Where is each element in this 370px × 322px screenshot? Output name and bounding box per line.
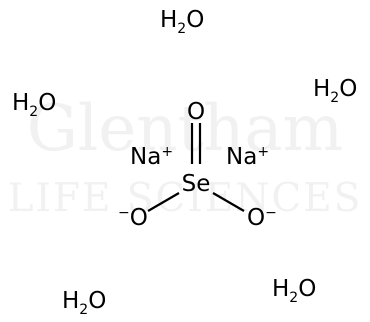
water-top: H2O (160, 7, 204, 37)
se-o-single-bond-right (212, 192, 245, 212)
oxygen-double-bonded: O (187, 99, 205, 125)
water-left: H2O (12, 90, 56, 120)
oxygen-anion-right: O− (247, 205, 277, 231)
water-bottom-left: H2O (62, 288, 106, 318)
sodium-cation-right: Na+ (226, 144, 269, 170)
watermark: Glentham LIFE SCIENCES (8, 92, 363, 221)
sodium-cation-left: Na+ (130, 144, 173, 170)
oxygen-anion-left: −O (118, 205, 148, 231)
se-o-single-bond-left (147, 192, 180, 212)
watermark-name: Glentham (27, 92, 343, 166)
watermark-tagline: LIFE SCIENCES (8, 176, 363, 221)
selenium-atom: Se (182, 171, 211, 197)
water-bottom-right: H2O (272, 276, 316, 306)
water-right: H2O (313, 76, 357, 106)
bonds (147, 123, 245, 212)
